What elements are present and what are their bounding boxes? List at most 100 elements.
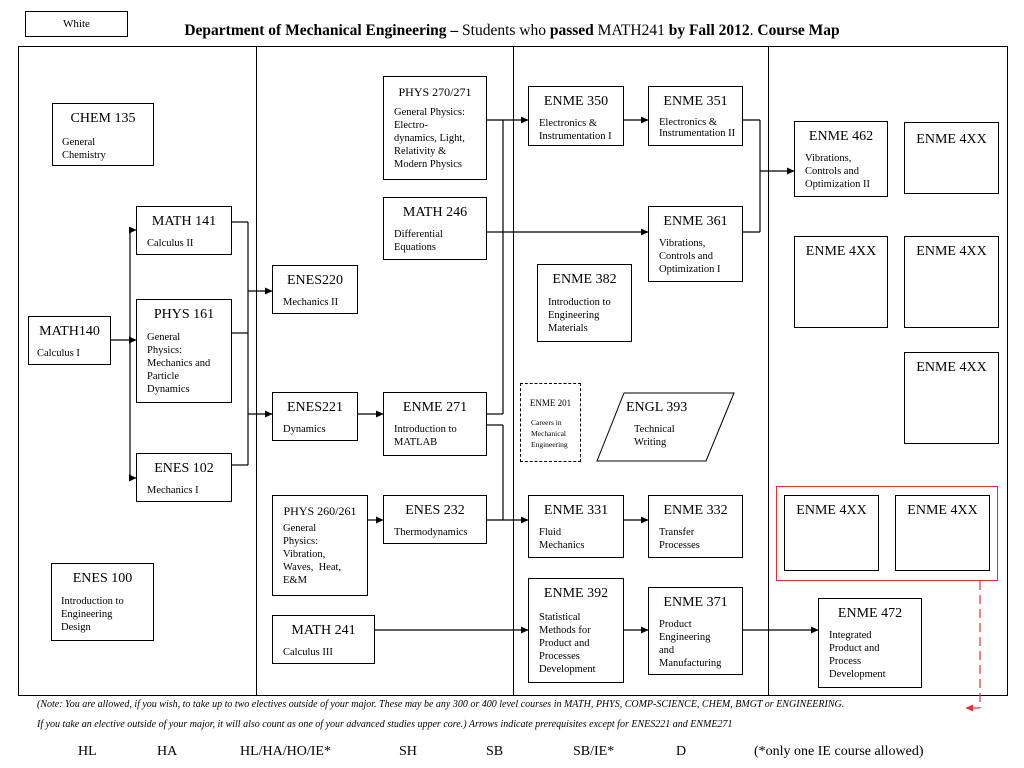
course-code: ENME 4XX — [805, 244, 877, 259]
course-desc: Fluid Mechanics — [539, 527, 585, 551]
course-box-enme201[interactable]: ENME 201 Careers in Mechanical Engineeri… — [520, 383, 581, 462]
course-box-enme332[interactable]: ENME 332 Transfer Processes — [648, 495, 743, 558]
outside-elective-group — [776, 486, 998, 581]
legend-d: D — [676, 744, 687, 759]
course-code: PHYS 161 — [153, 307, 215, 322]
course-box-phys270[interactable]: PHYS 270/271 General Physics: Electro- d… — [383, 76, 487, 180]
course-desc: Vibrations, Controls and Optimization I — [659, 238, 721, 275]
course-box-enme331[interactable]: ENME 331 Fluid Mechanics — [528, 495, 624, 558]
course-box-enes102[interactable]: ENES 102 Mechanics I — [136, 453, 232, 502]
course-code: ENME 382 — [552, 272, 617, 287]
course-code: MATH 141 — [151, 214, 217, 229]
course-box-enes100[interactable]: ENES 100 Introduction to Engineering Des… — [51, 563, 154, 641]
course-desc: General Physics: Mechanics and Particle … — [147, 332, 211, 395]
course-code: ENES 100 — [72, 571, 133, 586]
legend-hl-ha-ho-ie: HL/HA/HO/IE* — [240, 744, 331, 759]
course-box-enme271[interactable]: ENME 271 Introduction to MATLAB — [383, 392, 487, 456]
course-code: MATH 241 — [291, 623, 356, 638]
course-box-phys161[interactable]: PHYS 161 General Physics: Mechanics and … — [136, 299, 232, 403]
course-box-chem135[interactable]: CHEM 135 General Chemistry — [52, 103, 154, 166]
legend-sb: SB — [486, 744, 504, 759]
course-box-enme4xx[interactable]: ENME 4XX — [904, 236, 999, 328]
course-code: ENGL 393 — [626, 400, 688, 415]
course-code: ENME 271 — [402, 400, 468, 415]
course-code: ENME 201 — [529, 398, 572, 408]
course-box-enes220[interactable]: ENES220 Mechanics II — [272, 265, 358, 314]
course-desc: Product Engineering and Manufacturing — [659, 619, 722, 669]
course-code: ENES220 — [287, 273, 343, 288]
legend-hl: HL — [78, 744, 97, 759]
course-desc: Electronics & Instrumentation II — [659, 117, 736, 139]
course-desc: Introduction to Engineering Materials — [548, 297, 611, 334]
course-desc: Calculus III — [283, 647, 333, 658]
course-box-math140[interactable]: MATH140 Calculus I — [28, 316, 111, 365]
course-code: ENME 332 — [663, 503, 728, 518]
course-box-enme4xx[interactable]: ENME 4XX — [904, 122, 999, 194]
course-box-enme382[interactable]: ENME 382 Introduction to Engineering Mat… — [537, 264, 632, 342]
course-desc: Differential Equations — [394, 229, 443, 253]
course-code: MATH140 — [39, 324, 100, 339]
course-code: ENME 4XX — [916, 244, 987, 259]
course-code: ENME 392 — [543, 586, 609, 601]
course-code: ENES 232 — [405, 503, 465, 518]
course-box-enme462[interactable]: ENME 462 Vibrations, Controls and Optimi… — [794, 121, 888, 197]
column-divider — [513, 46, 514, 696]
legend-sb-ie: SB/IE* — [573, 744, 615, 759]
course-code: ENES 102 — [154, 461, 214, 476]
white-legend-box: White — [25, 11, 128, 37]
course-code: ENME 472 — [837, 606, 903, 621]
course-desc: Electronics & Instrumentation I — [539, 118, 612, 142]
course-box-enme4xx[interactable]: ENME 4XX — [904, 352, 999, 444]
course-desc: Calculus I — [37, 348, 80, 359]
course-code: ENME 4XX — [916, 132, 987, 147]
course-box-phys260[interactable]: PHYS 260/261 General Physics: Vibration,… — [272, 495, 368, 596]
course-desc: Statistical Methods for Product and Proc… — [539, 612, 596, 675]
course-desc: Mechanics II — [283, 297, 339, 308]
course-code: ENME 331 — [543, 503, 609, 518]
course-code: ENME 371 — [663, 595, 728, 610]
course-box-enme350[interactable]: ENME 350 Electronics & Instrumentation I — [528, 86, 624, 146]
course-box-math246[interactable]: MATH 246 Differential Equations — [383, 197, 487, 260]
course-desc: Technical Writing — [634, 424, 675, 448]
course-desc: Calculus II — [147, 238, 194, 249]
course-code: ENES221 — [287, 400, 343, 415]
course-code: ENME 4XX — [907, 503, 978, 518]
course-box-enme351[interactable]: ENME 351 Electronics & Instrumentation I… — [648, 86, 743, 146]
course-box-enes232[interactable]: ENES 232 Thermodynamics — [383, 495, 487, 544]
course-code: ENME 361 — [663, 214, 728, 229]
course-box-enme4xx[interactable]: ENME 4XX — [794, 236, 888, 328]
course-code: ENME 462 — [808, 129, 874, 144]
legend-sh: SH — [399, 744, 417, 759]
course-box-enes221[interactable]: ENES221 Dynamics — [272, 392, 358, 441]
course-desc: Vibrations, Controls and Optimization II — [805, 153, 871, 190]
page-title: Department of Mechanical Engineering – S… — [184, 22, 840, 39]
course-box-enme4xx[interactable]: ENME 4XX — [895, 495, 990, 571]
course-code: ENME 4XX — [916, 360, 987, 375]
course-desc: Careers in Mechanical Engineering — [531, 418, 568, 449]
course-desc: Mechanics I — [147, 485, 199, 496]
course-code: ENME 350 — [543, 94, 609, 109]
course-box-math141[interactable]: MATH 141 Calculus II — [136, 206, 232, 255]
engl393-parallelogram — [596, 392, 735, 462]
column-divider — [768, 46, 769, 696]
course-box-enme371[interactable]: ENME 371 Product Engineering and Manufac… — [648, 587, 743, 675]
course-desc: Integrated Product and Process Developme… — [829, 630, 886, 680]
course-desc: Dynamics — [283, 424, 326, 435]
course-code: ENME 351 — [663, 94, 728, 109]
course-box-enme361[interactable]: ENME 361 Vibrations, Controls and Optimi… — [648, 206, 743, 282]
course-desc: Thermodynamics — [394, 527, 468, 538]
course-box-math241[interactable]: MATH 241 Calculus III — [272, 615, 375, 664]
course-box-engl393[interactable]: ENGL 393 Technical Writing — [622, 400, 732, 460]
course-box-enme4xx[interactable]: ENME 4XX — [784, 495, 879, 571]
course-desc: Introduction to MATLAB — [394, 424, 457, 448]
prerequisite-note: If you take an elective outside of your … — [37, 719, 733, 730]
course-desc: General Chemistry — [62, 137, 106, 161]
legend-footnote: (*only one IE course allowed) — [754, 744, 924, 759]
course-desc: Introduction to Engineering Design — [61, 596, 124, 633]
course-desc: General Physics: Electro- dynamics, Ligh… — [394, 107, 465, 170]
course-code: PHYS 260/261 — [283, 504, 357, 518]
course-box-enme472[interactable]: ENME 472 Integrated Product and Process … — [818, 598, 922, 688]
column-divider — [256, 46, 257, 696]
course-box-enme392[interactable]: ENME 392 Statistical Methods for Product… — [528, 578, 624, 683]
course-code: ENME 4XX — [796, 503, 867, 518]
